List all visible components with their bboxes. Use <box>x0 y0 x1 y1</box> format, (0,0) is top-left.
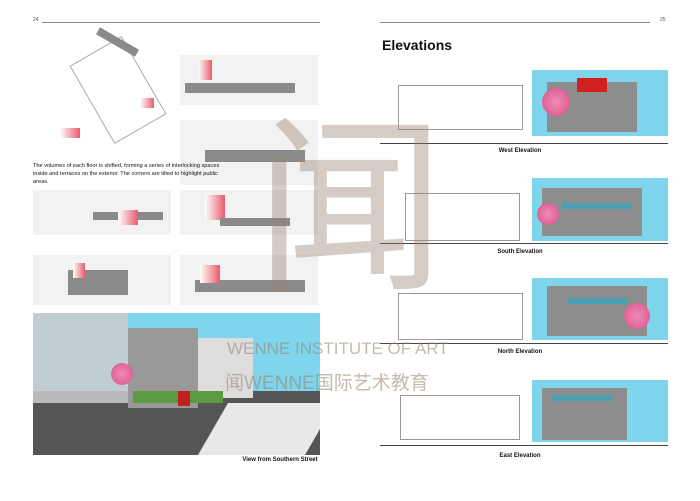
diagram-floor-3 <box>33 190 171 235</box>
page-number-left: 24 <box>33 17 39 23</box>
render-southern-street <box>33 313 320 455</box>
header-rule-right <box>380 22 650 23</box>
elevation-label: East Elevation <box>499 453 541 459</box>
diagram-floor-1 <box>180 55 318 105</box>
watermark-text-en: WENNE INSTITUTE OF ART <box>227 339 449 358</box>
diagram-floor-5 <box>33 255 171 305</box>
diagram-floor-2 <box>180 120 318 185</box>
watermark-logo: 闻 <box>255 104 446 316</box>
header-rule <box>42 22 320 23</box>
diagram-floor-4 <box>180 190 318 235</box>
elevation-label: South Elevation <box>497 249 543 255</box>
diagram-floor-6 <box>180 255 318 305</box>
elevation-label: North Elevation <box>497 349 543 355</box>
elevation-label: West Elevation <box>498 148 542 154</box>
render-caption: View from Southern Street <box>242 457 318 463</box>
description-text: The volumes of each floor is shifted, fo… <box>33 163 220 185</box>
watermark-text-cn: 闻WENNE国际艺术教育 <box>225 373 429 394</box>
page-title: Elevations <box>382 37 453 53</box>
page-number-right: 25 <box>660 17 666 23</box>
